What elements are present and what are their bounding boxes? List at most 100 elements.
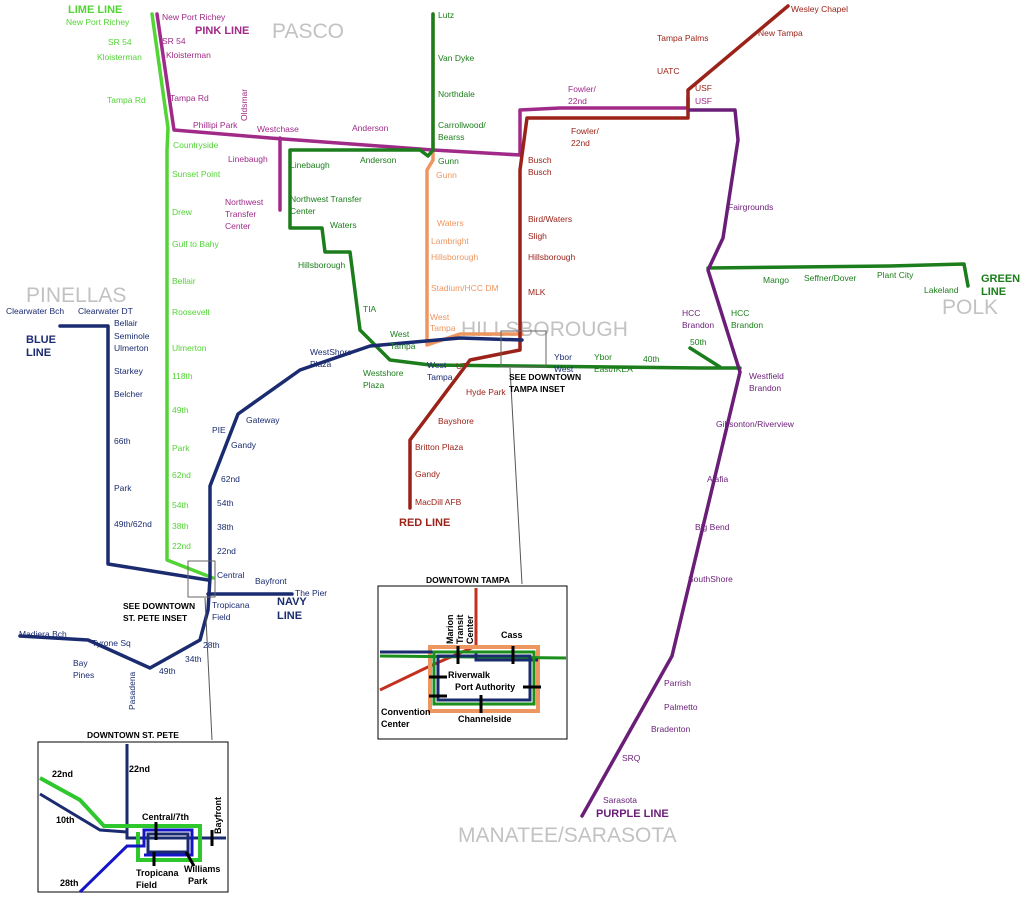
station-label: New Tampa bbox=[758, 28, 803, 38]
station-label: Tampa Rd bbox=[170, 93, 209, 103]
inset-navy-loop bbox=[146, 832, 190, 854]
inset-label: Williams bbox=[184, 864, 220, 874]
station-label: East/IKEA bbox=[594, 364, 633, 374]
downtown-stpete-inset: DOWNTOWN ST. PETE 22nd 22nd 10th Central… bbox=[37, 730, 229, 894]
inset-title: DOWNTOWN TAMPA bbox=[426, 575, 510, 585]
station-label: Drew bbox=[172, 207, 193, 217]
inset-label: Field bbox=[136, 880, 157, 890]
inset-label: 22nd bbox=[52, 769, 73, 779]
station-label: Van Dyke bbox=[438, 53, 474, 63]
county-label-pinellas: PINELLAS bbox=[26, 284, 126, 307]
inset-blue-line bbox=[78, 828, 194, 894]
red-line-name: RED LINE bbox=[399, 517, 450, 529]
station-label: Seffner/Dover bbox=[804, 273, 856, 283]
station-label: Sunset Point bbox=[172, 169, 221, 179]
station-label: Anderson bbox=[352, 123, 389, 133]
station-label: SR 54 bbox=[162, 36, 186, 46]
station-label: Sligh bbox=[528, 231, 547, 241]
station-label: 28th bbox=[203, 640, 220, 650]
station-label: Carrollwood/ bbox=[438, 120, 486, 130]
station-label: Roosevelt bbox=[172, 307, 210, 317]
station-label: Westshore bbox=[363, 368, 404, 378]
green-line-east bbox=[706, 262, 970, 288]
inset-label: Park bbox=[188, 876, 209, 886]
station-label: Lakeland bbox=[924, 285, 959, 295]
station-label: Lutz bbox=[438, 10, 454, 20]
purple-line-name: PURPLE LINE bbox=[596, 808, 669, 820]
station-label: Pines bbox=[73, 670, 94, 680]
station-label: Anderson bbox=[360, 155, 397, 165]
station-label: Tampa Rd bbox=[107, 95, 146, 105]
inset-frame bbox=[37, 741, 229, 893]
station-label: Gibsonton/Riverview bbox=[716, 419, 795, 429]
inset-label: Port Authority bbox=[455, 682, 515, 692]
station-label: Belcher bbox=[114, 389, 143, 399]
station-label: Tampa bbox=[427, 372, 453, 382]
station-label: 118th bbox=[172, 371, 193, 381]
inset-orange-loop bbox=[428, 645, 540, 713]
station-label: Brandon bbox=[682, 320, 714, 330]
stpete-inset-leader bbox=[204, 597, 213, 741]
station-label: West bbox=[430, 312, 450, 322]
green-line-route bbox=[288, 12, 742, 370]
inset-label: Riverwalk bbox=[448, 670, 491, 680]
station-label: Ulmerton bbox=[114, 343, 149, 353]
station-label: Hillsborough bbox=[298, 260, 346, 270]
station-label: Tampa bbox=[390, 341, 416, 351]
station-label: Phillipi Park bbox=[193, 120, 238, 130]
station-label: Westfield bbox=[749, 371, 784, 381]
station-label: Hyde Park bbox=[466, 387, 506, 397]
purple-line-route bbox=[580, 108, 742, 818]
station-label: Hillsborough bbox=[528, 252, 576, 262]
inset-label: Cass bbox=[501, 630, 523, 640]
station-label: Bradenton bbox=[651, 724, 690, 734]
station-label: Plaza bbox=[363, 380, 385, 390]
pink-line-name: PINK LINE bbox=[195, 25, 249, 37]
station-label: 22nd bbox=[217, 546, 236, 556]
station-label: Tyrone Sq bbox=[92, 638, 131, 648]
station-label: Fowler/ bbox=[571, 126, 600, 136]
station-label: Bellair bbox=[172, 276, 196, 286]
station-label: Bearss bbox=[438, 132, 464, 142]
station-label: Center bbox=[290, 206, 316, 216]
station-label: 66th bbox=[114, 436, 131, 446]
station-label: Gandy bbox=[231, 440, 257, 450]
station-label: Seminole bbox=[114, 331, 150, 341]
station-label: Big Bend bbox=[695, 522, 730, 532]
station-label: MLK bbox=[528, 287, 546, 297]
station-label: Linebaugh bbox=[290, 160, 330, 170]
station-label: Northwest Transfer bbox=[290, 194, 362, 204]
station-label: Gulf to Bahy bbox=[172, 239, 220, 249]
navy-line-name-2: LINE bbox=[277, 610, 302, 622]
station-label: 62nd bbox=[172, 470, 191, 480]
station-label: Gunn bbox=[436, 170, 457, 180]
station-label: Wesley Chapel bbox=[791, 4, 848, 14]
pink-line-route bbox=[155, 12, 690, 157]
station-label: 50th bbox=[690, 337, 707, 347]
inset-label: Transit bbox=[455, 614, 465, 644]
inset-label: Marion bbox=[445, 614, 455, 644]
station-label: Oldsmar bbox=[239, 89, 249, 121]
station-label: 40th bbox=[643, 354, 660, 364]
station-label: HCC bbox=[682, 308, 700, 318]
station-label: Clearwater Bch bbox=[6, 306, 64, 316]
station-label: Westchase bbox=[257, 124, 299, 134]
station-label: Fowler/ bbox=[568, 84, 597, 94]
station-label: Bayshore bbox=[438, 416, 474, 426]
red-line-route bbox=[408, 4, 790, 510]
county-label-manatee-sarasota: MANATEE/SARASOTA bbox=[458, 824, 677, 847]
blue-line-name-1: BLUE bbox=[26, 334, 56, 346]
station-label: Clearwater DT bbox=[78, 306, 133, 316]
station-label: Linebaugh bbox=[228, 154, 268, 164]
inset-label: 22nd bbox=[129, 764, 150, 774]
station-label: MacDill AFB bbox=[415, 497, 462, 507]
station-label: Ybor bbox=[594, 352, 612, 362]
inset-navy-line bbox=[39, 792, 128, 834]
station-label: Fairgrounds bbox=[728, 202, 773, 212]
station-label: Ulmerton bbox=[172, 343, 207, 353]
station-label: Busch bbox=[528, 155, 552, 165]
inset-label: Center bbox=[381, 719, 410, 729]
station-label: Gateway bbox=[246, 415, 280, 425]
lime-line-name: LIME LINE bbox=[68, 4, 122, 16]
station-label: TIA bbox=[363, 304, 377, 314]
